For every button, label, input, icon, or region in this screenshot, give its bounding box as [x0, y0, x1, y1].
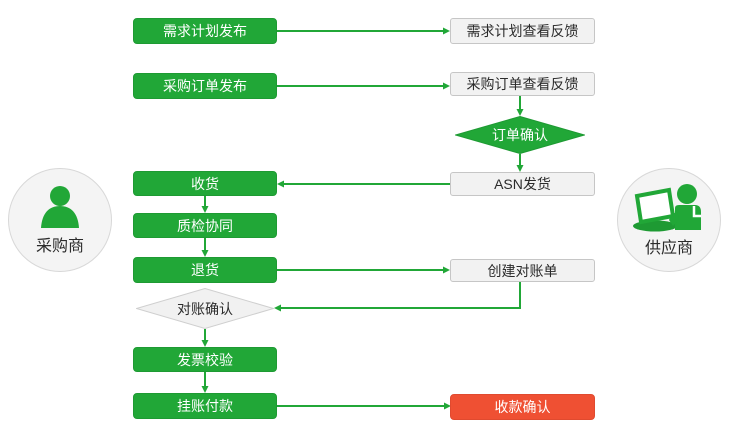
actor-supplier-label: 供应商 [644, 240, 693, 257]
flow-node-return-goods: 退货 [133, 257, 277, 283]
flow-node-invoice-verify: 发票校验 [133, 347, 277, 372]
flow-node-booked-payment: 挂账付款 [133, 393, 277, 419]
flow-node-receive-goods: 收货 [133, 171, 277, 196]
actor-supplier: 供应商 [617, 168, 721, 272]
flow-node-demand-plan-feedback: 需求计划查看反馈 [450, 18, 595, 44]
flow-node-asn-ship: ASN发货 [450, 172, 595, 196]
actor-buyer: 采购商 [8, 168, 112, 272]
flow-node-po-publish: 采购订单发布 [133, 73, 277, 99]
flow-node-demand-plan-publish: 需求计划发布 [133, 18, 277, 44]
flow-node-po-feedback: 采购订单查看反馈 [450, 72, 595, 96]
flow-decision-statement-confirm: 对账确认 [136, 288, 274, 329]
flow-decision-order-confirm: 订单确认 [455, 116, 585, 154]
person-icon [35, 184, 85, 230]
flow-node-create-statement: 创建对账单 [450, 259, 595, 282]
edge-create-statement-to-statement-confirm [274, 282, 521, 312]
flow-decision-label: 订单确认 [492, 127, 548, 143]
diamond-shape [455, 116, 585, 154]
diamond-shape [136, 288, 274, 329]
flow-node-payment-confirm: 收款确认 [450, 394, 595, 420]
person-laptop-icon [631, 182, 707, 232]
flow-decision-label: 对账确认 [177, 300, 233, 317]
actor-buyer-label: 采购商 [35, 238, 84, 255]
flow-node-quality-check: 质检协同 [133, 213, 277, 238]
